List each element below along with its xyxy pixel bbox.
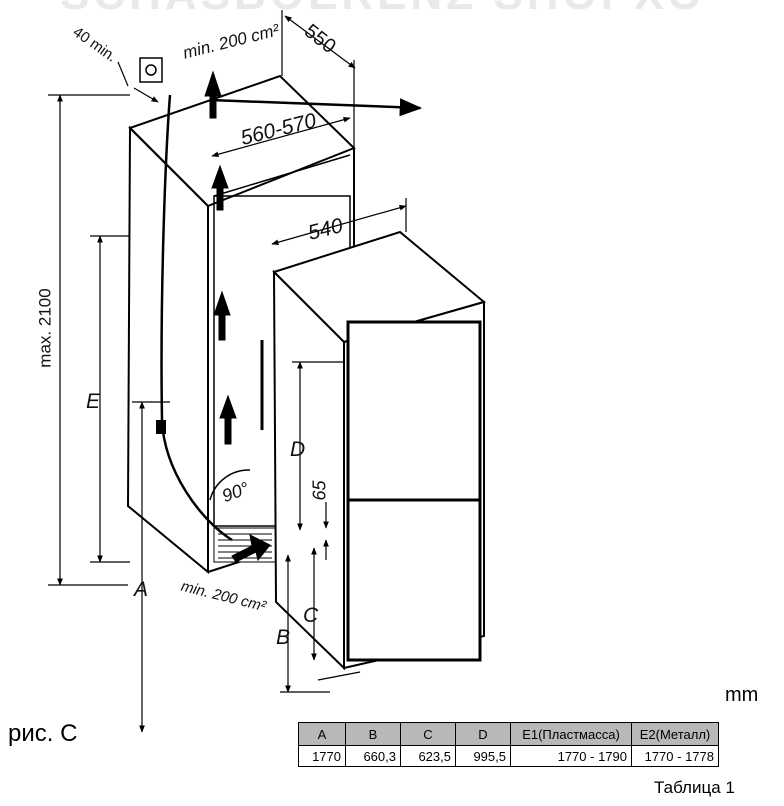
dim-gap: 65: [309, 480, 330, 501]
door-lower: [346, 498, 482, 662]
door-upper: [346, 320, 482, 520]
dim-a: A: [134, 578, 149, 601]
airflow-out: [209, 98, 423, 117]
watermark: SCHASBOERENZ SHOPXO: [60, 0, 706, 20]
refrigerator: [260, 230, 487, 671]
table-cell: 660,3: [345, 745, 401, 767]
airflow-arrows: [204, 70, 271, 563]
figure-label: рис. C: [8, 720, 78, 747]
table-row: 1770 660,3 623,5 995,5 1770 - 1790 1770 …: [298, 745, 719, 767]
table-header: E2(Металл): [631, 722, 719, 746]
table-header: E1(Пластмасса): [510, 722, 632, 746]
dim-b: B: [276, 626, 291, 649]
table-header: A: [298, 722, 346, 746]
dim-c: C: [303, 604, 319, 627]
table-cell: 1770 - 1778: [631, 745, 719, 767]
table-header: B: [345, 722, 401, 746]
table-cell: 1770: [298, 745, 346, 767]
table-cell: 995,5: [455, 745, 511, 767]
dimension-lines: [48, 10, 407, 733]
dimensions-table: A B C D E1(Пластмасса) E2(Металл) 1770 6…: [298, 722, 719, 767]
table-caption: Таблица 1: [654, 778, 735, 797]
table-header: C: [400, 722, 456, 746]
dim-max-height: max. 2100: [35, 288, 55, 368]
power-cable: [160, 94, 233, 542]
table-header-row: A B C D E1(Пластмасса) E2(Металл): [298, 722, 719, 746]
dim-e: E: [86, 390, 101, 413]
table-cell: 623,5: [400, 745, 456, 767]
dim-d: D: [290, 438, 306, 461]
table-header: D: [455, 722, 511, 746]
unit-label: mm: [725, 684, 759, 706]
table-cell: 1770 - 1790: [510, 745, 632, 767]
power-socket: [139, 57, 163, 83]
